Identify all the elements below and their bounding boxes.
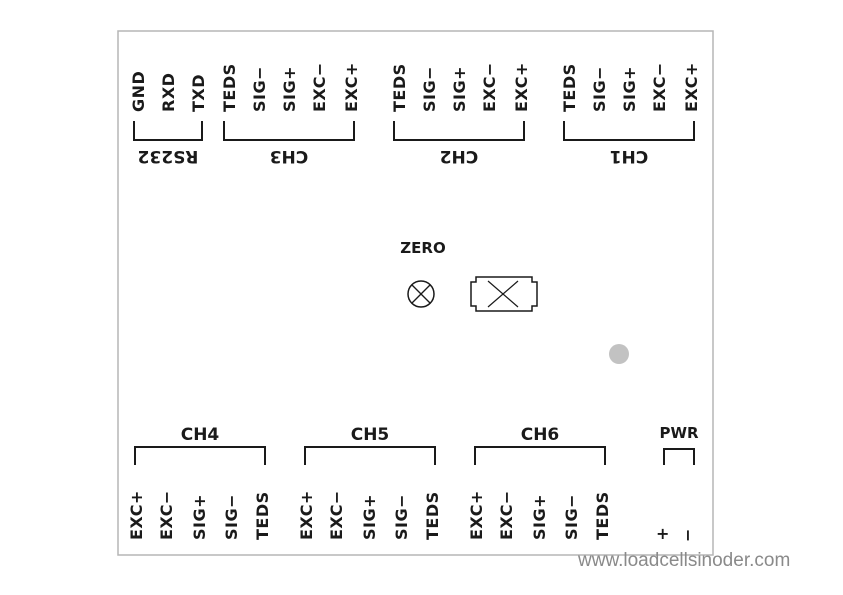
zero-button[interactable] xyxy=(407,280,435,308)
pin-label: SIG− xyxy=(392,494,411,540)
pin-label: TEDS xyxy=(560,63,579,112)
bracket xyxy=(133,121,203,141)
pin-label: EXC− xyxy=(327,490,346,540)
group-ch2: TEDS SIG− SIG+ EXC− EXC+ CH2 xyxy=(390,62,531,166)
group-ch3: TEDS SIG− SIG+ EXC− EXC+ CH3 xyxy=(220,62,361,166)
bracket xyxy=(563,121,695,141)
pin-label: SIG− xyxy=(250,66,269,112)
pin-label: EXC− xyxy=(497,490,516,540)
group-ch6: CH6 EXC+ EXC− SIG+ SIG− TEDS xyxy=(467,425,612,540)
pin-label: SIG+ xyxy=(620,66,639,112)
bracket xyxy=(663,448,695,465)
group-label: CH3 xyxy=(270,146,309,166)
pwr-plus-label: + xyxy=(656,524,670,543)
status-led-icon xyxy=(609,344,629,364)
pin-label: EXC+ xyxy=(467,490,486,540)
pin-label: GND xyxy=(129,71,148,112)
group-ch1: TEDS SIG− SIG+ EXC− EXC+ CH1 xyxy=(560,62,701,166)
pin-label: TXD xyxy=(189,74,208,112)
pin-label: EXC+ xyxy=(127,490,146,540)
group-label: RS232 xyxy=(138,146,199,166)
bracket xyxy=(134,446,266,465)
group-label: CH5 xyxy=(351,425,390,445)
pin-label: SIG− xyxy=(590,66,609,112)
group-label: CH1 xyxy=(610,146,649,166)
pin-label: EXC+ xyxy=(512,62,531,112)
group-label: CH6 xyxy=(521,425,560,445)
pin-label: SIG+ xyxy=(190,494,209,540)
pin-label: SIG− xyxy=(420,66,439,112)
pin-label: EXC+ xyxy=(297,490,316,540)
group-rs232: GND RXD TXD RS232 xyxy=(129,71,208,166)
connector-port-icon xyxy=(470,276,538,312)
group-label: CH2 xyxy=(440,146,479,166)
pin-label: TEDS xyxy=(423,491,442,540)
group-pwr: PWR + − xyxy=(656,424,699,543)
pin-label: EXC− xyxy=(310,62,329,112)
bracket xyxy=(223,121,355,141)
bracket xyxy=(474,446,606,465)
pwr-minus-label: − xyxy=(678,528,697,542)
pin-label: TEDS xyxy=(220,63,239,112)
pin-label: SIG+ xyxy=(530,494,549,540)
pin-label: TEDS xyxy=(390,63,409,112)
watermark: www.loadcellsinoder.com xyxy=(578,550,791,571)
group-ch5: CH5 EXC+ EXC− SIG+ SIG− TEDS xyxy=(297,425,442,540)
pin-label: SIG− xyxy=(222,494,241,540)
pin-label: EXC+ xyxy=(682,62,701,112)
pin-label: SIG+ xyxy=(280,66,299,112)
pin-label: EXC− xyxy=(480,62,499,112)
pin-label: TEDS xyxy=(253,491,272,540)
pin-label: SIG− xyxy=(562,494,581,540)
group-label: CH4 xyxy=(181,425,220,445)
pin-label: SIG+ xyxy=(450,66,469,112)
pin-label: EXC+ xyxy=(342,62,361,112)
bracket xyxy=(304,446,436,465)
zero-label: ZERO xyxy=(400,239,445,257)
pin-label: EXC− xyxy=(157,490,176,540)
group-ch4: CH4 EXC+ EXC− SIG+ SIG− TEDS xyxy=(127,425,272,540)
pin-label: EXC− xyxy=(650,62,669,112)
pin-label: TEDS xyxy=(593,491,612,540)
pin-label: SIG+ xyxy=(360,494,379,540)
bracket xyxy=(393,121,525,141)
pwr-label: PWR xyxy=(659,424,699,442)
pin-label: RXD xyxy=(159,73,178,112)
